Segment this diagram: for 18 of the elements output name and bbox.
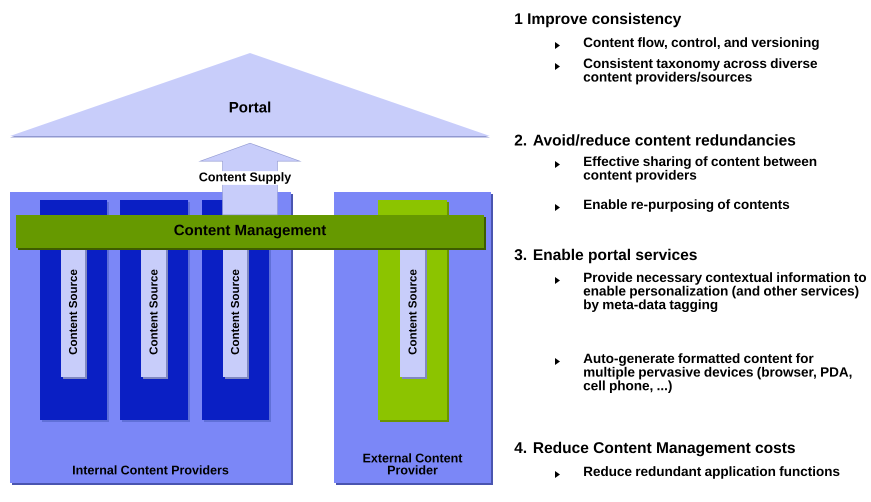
edge-label: Content Supply <box>199 172 292 184</box>
bullet-text: Auto-generate formatted content for multiple pervasive devices (browser, PDA, cell phone, ...) <box>584 353 852 393</box>
section-heading: 3. Enable portal services <box>514 248 697 264</box>
content-source-strip: Content Source <box>141 248 168 379</box>
bullet-text: Enable re-purposing of contents <box>584 199 790 212</box>
bullet-text: Effective sharing of content between content providers <box>584 156 816 182</box>
section-heading: 2. Avoid/reduce content redundancies <box>514 134 796 146</box>
content-source-strip: Content Source <box>400 248 427 379</box>
bullet-text: Provide necessary contextual information to enable personalization (and other services) by meta-data tagging <box>584 272 866 312</box>
content-source-strip: Content Source <box>223 248 249 379</box>
bullet-text: Reduce redundant application functions <box>584 466 840 479</box>
portal-roof: Portal <box>10 53 490 138</box>
management-bar: Content Management <box>16 215 486 250</box>
section-heading: 4. Reduce Content Management costs <box>514 442 795 456</box>
bullet-text: Consistent taxonomy across diverse content providers/sources <box>584 58 818 84</box>
section-heading: 1 Improve consistency <box>515 12 682 28</box>
bullet-text: Content flow, control, and versioning <box>584 37 819 50</box>
content-source-strip: Content Source <box>61 248 87 379</box>
